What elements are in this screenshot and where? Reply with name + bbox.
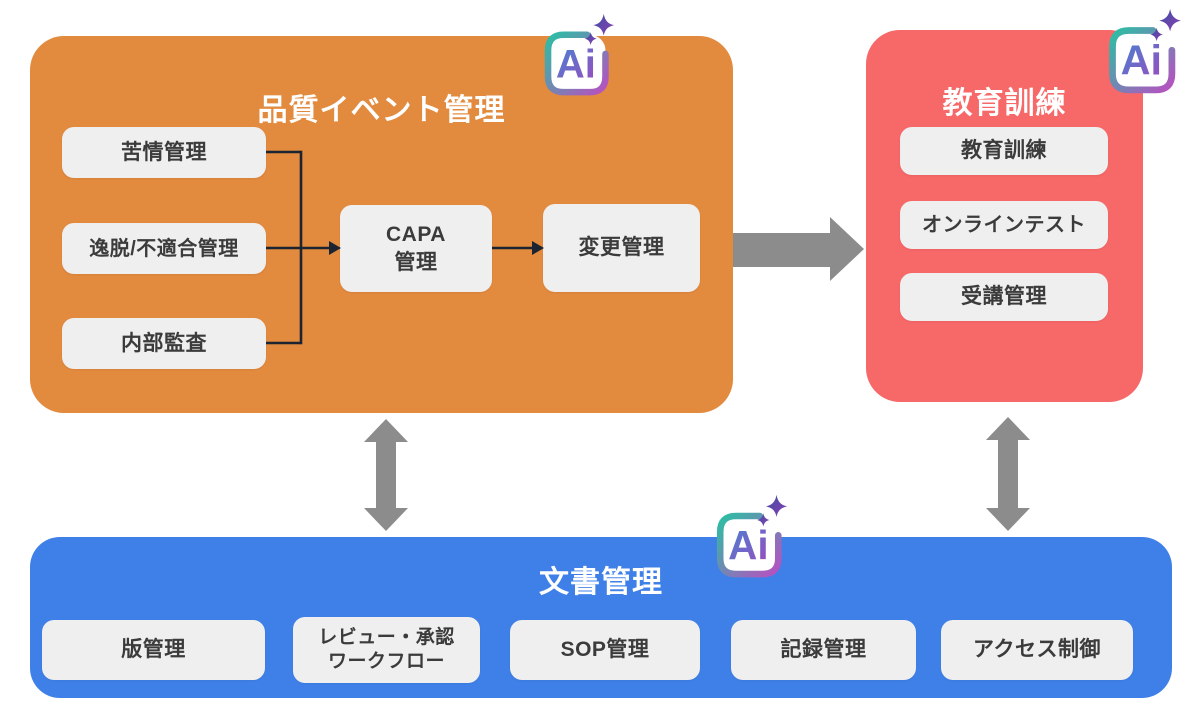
arrow-quality-to-training [733,217,864,281]
ai-sparkle-icon [544,13,615,96]
module-review-approval-workflow: レビュー・承認 ワークフロー [293,617,480,683]
module-capa-management: CAPA 管理 [340,205,492,292]
training-title: 教育訓練 [942,87,1067,120]
arrow-quality-document-bidirectional [364,419,408,531]
ai-badge-label: Ai [728,522,768,568]
ai-sparkle-icon [716,494,788,578]
ai-badge-quality: Ai [535,13,622,100]
module-version-management: 版管理 [42,620,265,680]
module-deviation-nonconformance: 逸脱/不適合管理 [62,223,266,274]
module-attendance-management: 受講管理 [900,273,1108,321]
module-sop-management: SOP管理 [510,620,700,680]
module-internal-audit: 内部監査 [62,318,266,369]
module-training: 教育訓練 [900,127,1108,175]
arrow-training-document-bidirectional [986,417,1030,531]
module-change-management: 変更管理 [543,204,700,292]
ai-badge-label: Ai [1121,38,1162,84]
module-online-test: オンラインテスト [900,201,1108,249]
ai-badge-label: Ai [556,42,596,86]
quality-events-title: 品質イベント管理 [257,94,506,127]
module-record-management: 記録管理 [731,620,916,680]
module-access-control: アクセス制御 [941,620,1133,680]
ai-badge-training: Ai [1099,8,1189,98]
ai-sparkle-icon [1109,8,1181,94]
ai-badge-document: Ai [707,494,795,582]
module-complaint-management: 苦情管理 [62,127,266,178]
document-title: 文書管理 [539,566,663,599]
